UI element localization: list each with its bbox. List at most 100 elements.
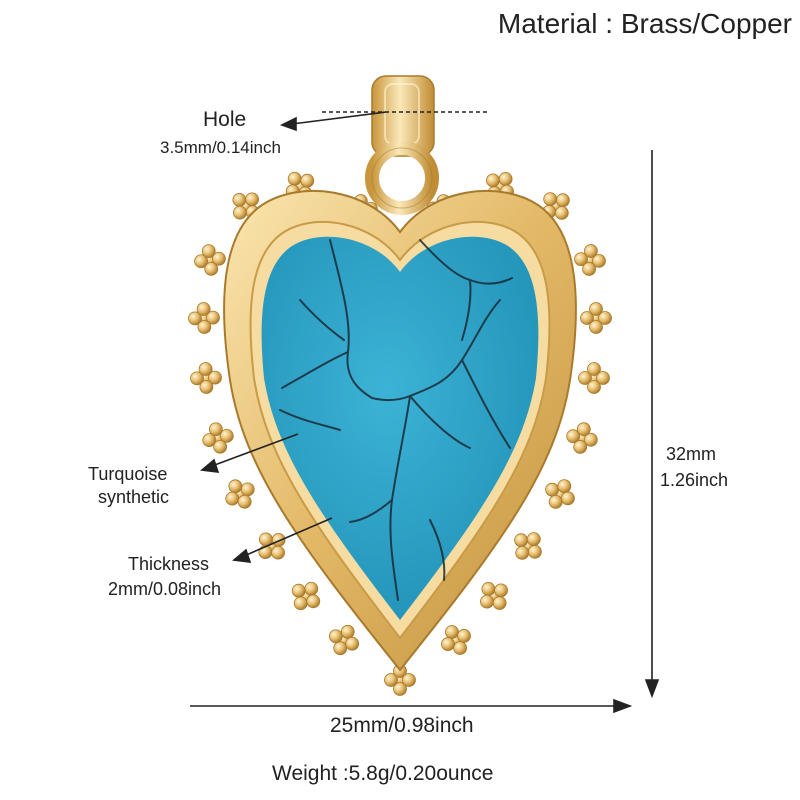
bead: [587, 380, 601, 394]
hole-size: 3.5mm/0.14inch: [160, 138, 281, 157]
bead: [208, 370, 222, 385]
bead: [190, 371, 204, 386]
bead: [583, 432, 598, 447]
height-inch: 1.26inch: [660, 470, 729, 490]
bead-cluster: [574, 244, 606, 276]
bead: [592, 253, 606, 268]
bead: [598, 311, 612, 325]
bead-cluster: [188, 302, 220, 334]
bead: [232, 193, 247, 207]
bead: [293, 596, 308, 611]
bead: [480, 594, 494, 609]
bead-cluster: [514, 532, 542, 560]
bead: [566, 429, 581, 444]
bead: [206, 310, 220, 325]
bead: [574, 252, 588, 267]
bead: [453, 641, 467, 655]
bead: [384, 673, 398, 687]
bead: [486, 173, 500, 188]
bead: [548, 494, 563, 509]
bead: [300, 173, 315, 188]
bead: [306, 594, 321, 609]
bead: [589, 320, 603, 334]
bead: [225, 491, 240, 506]
bead: [515, 545, 530, 560]
turquoise-pointer: [211, 433, 299, 467]
turquoise-stone: [261, 236, 539, 621]
bead: [228, 479, 243, 494]
annotation-lines: [190, 111, 660, 714]
bead: [402, 673, 416, 687]
bead-cluster: [480, 582, 508, 610]
bead: [212, 251, 226, 266]
bead: [213, 439, 228, 454]
bead: [291, 583, 306, 598]
bead: [457, 629, 471, 643]
bead: [596, 371, 610, 385]
bead: [240, 482, 255, 497]
bead: [328, 629, 343, 644]
bead: [545, 482, 560, 497]
height-arrowhead: [644, 679, 660, 699]
bead: [494, 583, 508, 598]
bead: [196, 302, 211, 316]
bead-cluster: [441, 625, 471, 655]
bead: [554, 205, 569, 220]
bead-cluster: [291, 581, 321, 611]
bead: [345, 636, 360, 651]
bead-cluster: [225, 479, 255, 509]
bead: [287, 171, 302, 186]
bead-cluster: [542, 192, 570, 220]
bead: [582, 262, 597, 276]
stone-label-line2: synthetic: [98, 487, 170, 507]
weight-label: Weight :5.8g/0.20ounce: [272, 762, 494, 785]
bead: [219, 428, 234, 443]
stone-label-line1: Turquoise: [88, 464, 168, 484]
turquoise-arrowhead: [200, 458, 220, 473]
bead: [304, 581, 319, 596]
bead-cluster: [258, 532, 286, 560]
bead-cluster: [190, 362, 222, 394]
bead-cluster: [580, 302, 612, 334]
bead: [204, 262, 219, 276]
thickness-label: Thickness: [128, 554, 210, 574]
thickness-pointer: [243, 517, 333, 557]
bead-cluster: [566, 422, 598, 454]
width-label: 25mm/0.98inch: [330, 714, 474, 737]
bead-cluster: [545, 479, 575, 509]
bead: [589, 302, 603, 316]
bead: [514, 533, 529, 548]
height-mm: 32mm: [666, 444, 717, 464]
bead: [197, 320, 212, 334]
bead: [526, 532, 541, 547]
bead-cluster: [194, 244, 226, 276]
bead-cluster: [578, 362, 610, 394]
bead: [580, 311, 594, 325]
bead-cluster: [328, 624, 360, 656]
bead: [492, 596, 507, 610]
bead: [333, 641, 348, 656]
bead-cluster: [202, 422, 234, 454]
bead: [271, 545, 285, 560]
bead: [201, 244, 216, 258]
bead: [560, 491, 575, 506]
hole-title: Hole: [203, 108, 247, 131]
bead: [587, 362, 601, 376]
bead: [393, 682, 407, 696]
bead: [245, 192, 259, 207]
bead: [188, 311, 202, 326]
bead: [557, 479, 572, 494]
bead: [340, 624, 355, 639]
bead: [576, 422, 591, 437]
bead: [498, 172, 513, 186]
hole-arrowhead: [279, 116, 297, 132]
bead-border: [188, 171, 612, 696]
bead: [543, 192, 558, 207]
bead: [202, 433, 217, 448]
bead: [578, 371, 592, 385]
bead: [583, 244, 598, 258]
bead: [233, 205, 247, 220]
width-arrowhead: [613, 698, 633, 714]
thickness-value: 2mm/0.08inch: [108, 579, 222, 599]
